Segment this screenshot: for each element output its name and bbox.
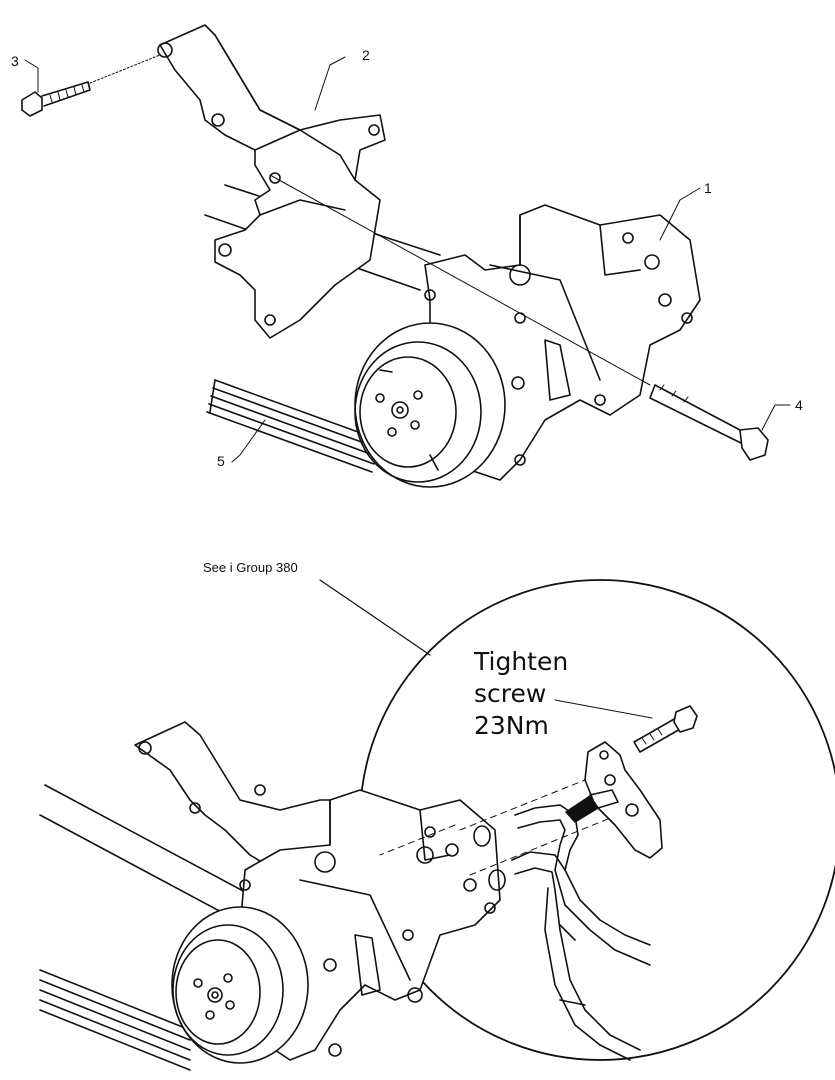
top-assembly-illustration [21, 24, 791, 488]
o-ring-lower-icon [488, 869, 506, 891]
callout-2-label: 2 [362, 47, 370, 63]
mounting-bracket-icon [157, 24, 386, 339]
bottom-assembly-illustration [39, 579, 835, 1071]
screw-leader-line [554, 699, 653, 719]
drive-belt-icon [204, 184, 441, 473]
callout-3-label: 3 [11, 53, 19, 69]
torque-note-line-1: Tighten [474, 647, 569, 676]
pipe-flange-icon [584, 741, 663, 859]
o-ring-upper-icon [473, 825, 491, 847]
callout-4-label: 4 [795, 397, 803, 413]
torque-note-line-3: 23Nm [474, 711, 549, 740]
torque-note: Tighten screw 23Nm [474, 646, 568, 742]
tighten-screw-icon [633, 705, 698, 753]
bolt-icon [21, 81, 91, 117]
callout-5-label: 5 [217, 453, 225, 469]
compressor-lower-icon [171, 789, 501, 1064]
reference-leader-line [319, 579, 431, 656]
long-bolt-icon [649, 384, 769, 461]
top-leader-lines [24, 54, 791, 463]
see-group-reference: See i Group 380 [203, 560, 298, 575]
torque-note-line-2: screw [474, 679, 547, 708]
refrigerant-pipes-icon [511, 789, 651, 1061]
callout-1-label: 1 [704, 180, 712, 196]
compressor-icon [354, 204, 701, 488]
